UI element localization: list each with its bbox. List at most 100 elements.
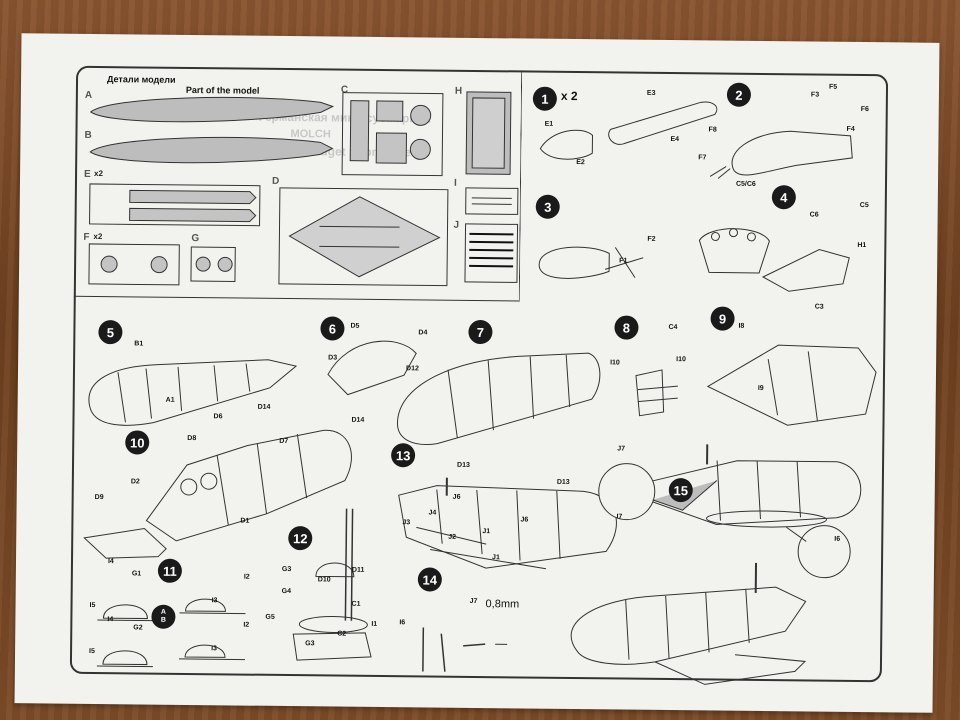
label-i10-right: I10 xyxy=(676,356,686,364)
label-i8: I8 xyxy=(738,322,745,330)
label-d12: D12 xyxy=(406,365,419,373)
label-i4-a: I4 xyxy=(107,558,114,566)
sprue-e-part-2 xyxy=(129,207,257,223)
label-f4: F4 xyxy=(846,125,855,133)
label-c4: C4 xyxy=(668,324,678,332)
label-i4-b: I4 xyxy=(107,616,114,624)
label-d11: D11 xyxy=(351,566,365,574)
label-h1: H1 xyxy=(857,241,867,250)
step-15-detail-circle-left xyxy=(598,463,656,521)
step-15-detail-circle-right xyxy=(797,525,851,579)
label-g4: G4 xyxy=(281,587,292,596)
label-d14-top: D14 xyxy=(257,403,271,411)
label-g1: G1 xyxy=(131,570,142,578)
label-e1: E1 xyxy=(544,120,554,128)
step-4-marker: 4 xyxy=(771,185,796,210)
sprue-a-hull xyxy=(89,96,335,123)
label-j1-b: J1 xyxy=(492,554,500,562)
step-10-part-d9 xyxy=(83,527,167,559)
label-j6-right: J6 xyxy=(520,516,529,524)
label-i5-b: I5 xyxy=(89,647,95,656)
label-c5c6: C5/C6 xyxy=(735,180,756,188)
label-e2: E2 xyxy=(576,159,585,167)
label-d6: D6 xyxy=(213,413,223,421)
step-13-marker: 13 xyxy=(391,443,416,468)
step-14-parts xyxy=(422,627,486,672)
label-c1: C1 xyxy=(351,600,361,608)
label-i2-b: I2 xyxy=(243,621,250,629)
label-b1: B1 xyxy=(134,340,144,348)
label-e3: E3 xyxy=(646,89,656,97)
step-12-base xyxy=(292,632,372,661)
label-d4: D4 xyxy=(418,329,428,337)
label-f7: F7 xyxy=(698,154,707,162)
sprue-e-frame xyxy=(89,183,261,227)
label-d13-top: D13 xyxy=(456,461,470,469)
label-d2: D2 xyxy=(130,478,140,486)
final-model-hull xyxy=(570,586,807,665)
label-i6-step15: I6 xyxy=(834,535,841,543)
step-3-marker: 3 xyxy=(535,194,560,219)
label-i10-left: I10 xyxy=(610,359,620,367)
label-g3-bottom: G3 xyxy=(305,640,315,648)
label-g3-top: G3 xyxy=(281,565,292,574)
step-14-marker: 14 xyxy=(417,567,442,592)
label-a1: A1 xyxy=(165,396,175,404)
step-8-marker: 8 xyxy=(614,315,639,340)
label-i7: I7 xyxy=(616,513,623,521)
step-6-marker: 6 xyxy=(320,316,345,341)
step-2-marker: 2 xyxy=(726,82,752,107)
sprue-c-frame xyxy=(341,92,444,177)
step-15-upper-hull xyxy=(648,460,862,526)
label-i5-a: I5 xyxy=(89,601,96,610)
label-d9: D9 xyxy=(94,494,104,502)
label-f8: F8 xyxy=(708,126,717,134)
label-d7: D7 xyxy=(279,437,289,446)
variant-a-label: A xyxy=(160,608,167,616)
label-i6-step14: I6 xyxy=(399,619,406,627)
label-f2: F2 xyxy=(647,235,656,243)
label-g5: G5 xyxy=(265,613,275,621)
label-i9: I9 xyxy=(757,384,764,393)
label-g2: G2 xyxy=(133,624,143,632)
step-5-marker: 5 xyxy=(98,320,123,345)
step-2-hull xyxy=(731,130,853,176)
label-f5: F5 xyxy=(828,83,838,91)
step-3-tail xyxy=(538,246,610,279)
sprue-i-frame xyxy=(465,187,519,215)
label-d1: D1 xyxy=(240,517,250,525)
step-1-part-e3e4 xyxy=(608,101,718,145)
label-c5: C5 xyxy=(859,201,869,210)
label-j2: J2 xyxy=(448,533,457,541)
step-1-marker: 1 xyxy=(532,86,558,111)
step-11-hatch-d xyxy=(184,644,226,658)
sprue-b-hull xyxy=(89,136,334,164)
label-j3: J3 xyxy=(402,519,411,527)
step-15-marker: 15 xyxy=(668,478,693,503)
step-4-part-h1 xyxy=(761,249,850,292)
label-j7-step15: J7 xyxy=(617,445,626,453)
label-d13-right: D13 xyxy=(556,478,570,486)
label-f6: F6 xyxy=(860,106,869,114)
label-i3-a: I3 xyxy=(211,597,218,605)
label-c3: C3 xyxy=(814,303,824,311)
step-14-note: 0,8mm xyxy=(485,598,520,611)
sprue-d-frame xyxy=(278,187,449,287)
step-7-marker: 7 xyxy=(468,319,493,345)
instruction-sheet: Детали модели Part of the model Германск… xyxy=(14,33,940,713)
step-10-assembly xyxy=(145,429,352,542)
step-1-part-e1e2 xyxy=(539,129,593,160)
label-j7-step14: J7 xyxy=(469,597,478,606)
sprue-g-frame xyxy=(190,246,236,282)
step-8-rudder xyxy=(635,369,665,417)
step-12-marker: 12 xyxy=(288,526,313,551)
step-13-hull xyxy=(398,485,617,569)
step-9-marker: 9 xyxy=(710,306,735,331)
sprue-f-frame xyxy=(88,243,180,286)
label-e4: E4 xyxy=(670,136,680,144)
step-11-hatch-c xyxy=(102,650,148,666)
step-1-quantity: x 2 xyxy=(560,88,578,104)
step-11-hatch-b xyxy=(184,598,226,612)
label-j4: J4 xyxy=(428,509,437,517)
variant-ab-badge: A B xyxy=(151,604,176,629)
